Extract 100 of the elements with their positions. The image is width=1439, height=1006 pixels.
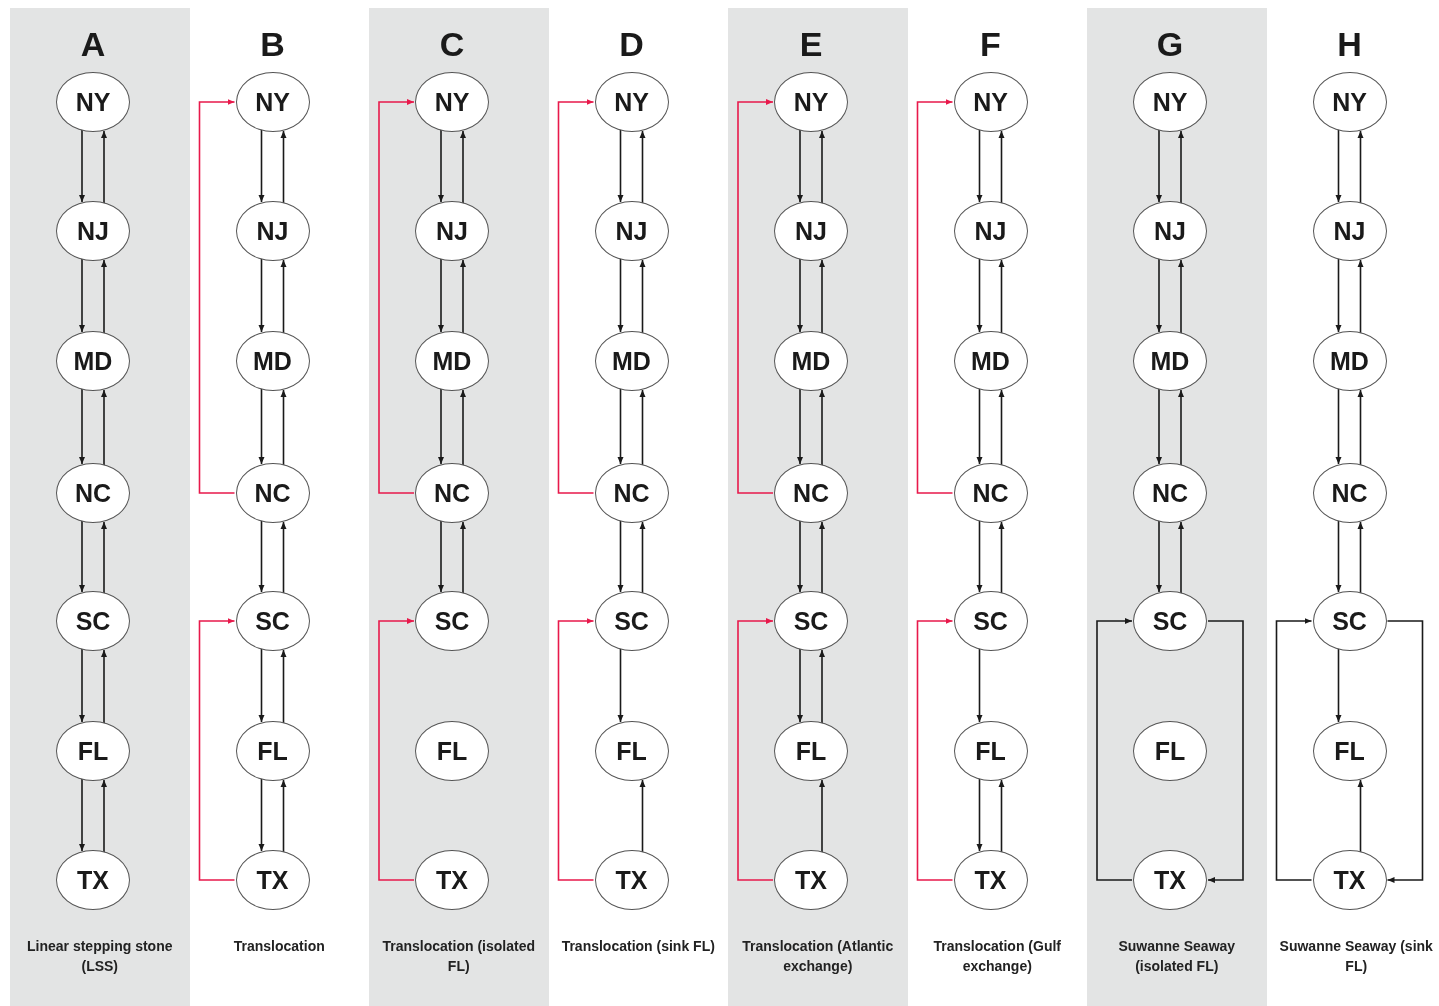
arrow xyxy=(557,618,595,881)
arrow xyxy=(1156,519,1162,593)
arrow xyxy=(438,519,444,593)
panel-caption: Translocation (sink FL) xyxy=(560,937,716,956)
arrow xyxy=(1357,521,1364,595)
arrow xyxy=(797,128,803,203)
arrow xyxy=(198,99,236,494)
arrow xyxy=(639,521,646,595)
state-ellipse: NY xyxy=(594,72,669,132)
column-panel xyxy=(1087,8,1267,1006)
arrow xyxy=(258,128,265,203)
arrow xyxy=(617,128,624,203)
panel-letter: H xyxy=(1336,24,1363,64)
state-ellipse: FL xyxy=(953,721,1028,781)
arrow xyxy=(101,389,107,467)
arrow xyxy=(639,779,646,854)
panel-letter: A xyxy=(79,24,107,64)
arrow xyxy=(998,389,1005,467)
arrow xyxy=(557,99,595,494)
panel-caption: Translocation xyxy=(232,937,326,956)
state-ellipse: TX xyxy=(1133,850,1207,910)
arrow xyxy=(79,257,85,333)
arrow xyxy=(438,257,444,333)
state-ellipse: NJ xyxy=(594,201,669,261)
state-ellipse: MD xyxy=(415,331,489,391)
arrow xyxy=(1357,779,1364,854)
arrow xyxy=(1178,521,1184,595)
state-ellipse: NC xyxy=(774,463,848,523)
state-ellipse: NJ xyxy=(1133,201,1207,261)
arrow xyxy=(617,257,624,333)
state-ellipse: FL xyxy=(235,721,310,781)
state-ellipse: NJ xyxy=(235,201,310,261)
state-ellipse: TX xyxy=(953,850,1028,910)
state-ellipse: NC xyxy=(953,463,1028,523)
arrow xyxy=(101,521,107,595)
arrow xyxy=(79,777,85,852)
arrow xyxy=(819,130,825,205)
state-ellipse: NY xyxy=(415,72,489,132)
arrow xyxy=(79,387,85,465)
state-ellipse: SC xyxy=(56,591,130,651)
state-ellipse: NY xyxy=(56,72,130,132)
arrow xyxy=(819,389,825,467)
arrow xyxy=(1156,128,1162,203)
state-ellipse: MD xyxy=(1133,331,1207,391)
panel-caption: Suwanne Seaway (isolated FL) xyxy=(1117,937,1237,976)
arrow xyxy=(79,128,85,203)
state-ellipse: NJ xyxy=(774,201,848,261)
state-ellipse: FL xyxy=(415,721,489,781)
arrow xyxy=(1156,257,1162,333)
arrow xyxy=(797,387,803,465)
state-ellipse: SC xyxy=(415,591,489,651)
arrow xyxy=(916,618,954,881)
state-ellipse: NC xyxy=(235,463,310,523)
arrow xyxy=(976,777,983,852)
arrow xyxy=(617,647,624,723)
arrow xyxy=(280,649,287,725)
arrow xyxy=(976,257,983,333)
state-ellipse: FL xyxy=(774,721,848,781)
state-ellipse: TX xyxy=(594,850,669,910)
arrow xyxy=(460,389,466,467)
state-ellipse: NC xyxy=(56,463,130,523)
state-ellipse: FL xyxy=(56,721,130,781)
state-ellipse: FL xyxy=(1133,721,1207,781)
arrow xyxy=(1096,618,1133,881)
state-ellipse: MD xyxy=(953,331,1028,391)
state-ellipse: SC xyxy=(594,591,669,651)
arrow xyxy=(280,521,287,595)
arrow xyxy=(998,130,1005,205)
arrow xyxy=(280,389,287,467)
state-ellipse: NJ xyxy=(415,201,489,261)
arrow xyxy=(639,389,646,467)
arrow xyxy=(639,259,646,335)
panel-letter: F xyxy=(979,24,1002,64)
arrow xyxy=(998,779,1005,854)
state-ellipse: TX xyxy=(235,850,310,910)
arrow xyxy=(1357,259,1364,335)
column-panel xyxy=(728,8,908,1006)
arrow xyxy=(639,130,646,205)
arrow xyxy=(617,519,624,593)
state-ellipse: FL xyxy=(1312,721,1387,781)
arrow xyxy=(101,259,107,335)
state-ellipse: SC xyxy=(953,591,1028,651)
arrow xyxy=(258,519,265,593)
panel-caption: Suwanne Seaway (sink FL) xyxy=(1278,937,1434,976)
arrow xyxy=(819,779,825,854)
arrow xyxy=(819,649,825,725)
arrow xyxy=(976,387,983,465)
arrow xyxy=(617,387,624,465)
panel-caption: Linear stepping stone (LSS) xyxy=(26,937,174,976)
arrow xyxy=(280,779,287,854)
panel-caption: Translocation (Atlantic exchange) xyxy=(741,937,895,976)
arrow xyxy=(258,777,265,852)
arrow xyxy=(258,647,265,723)
arrow xyxy=(819,521,825,595)
arrow xyxy=(1178,259,1184,335)
state-ellipse: NY xyxy=(1133,72,1207,132)
arrow xyxy=(101,649,107,725)
arrow xyxy=(1178,389,1184,467)
arrow xyxy=(819,259,825,335)
arrow xyxy=(976,519,983,593)
